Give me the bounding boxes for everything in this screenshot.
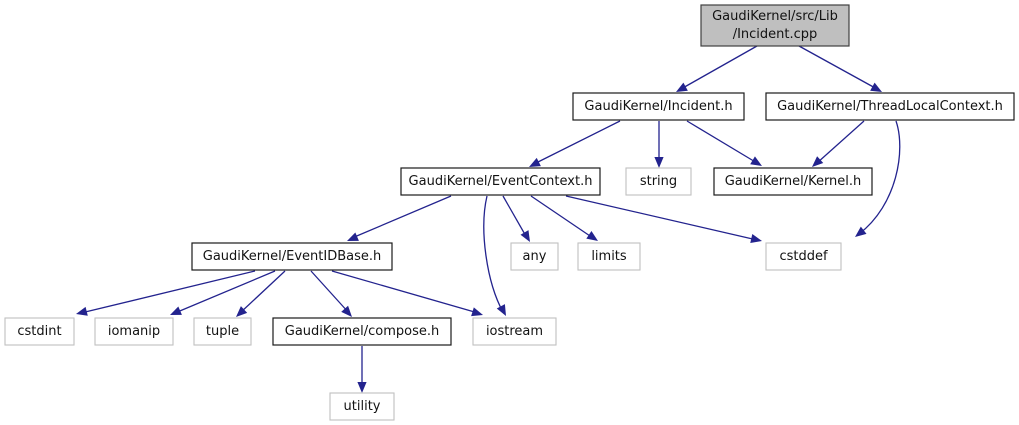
node-eventcontext_h[interactable]: GaudiKernel/EventContext.h	[400, 167, 601, 196]
node-utility[interactable]: utility	[329, 392, 395, 421]
node-iostream[interactable]: iostream	[472, 317, 557, 346]
node-box-compose_h[interactable]	[272, 317, 452, 346]
node-threadlocalcontext_h[interactable]: GaudiKernel/ThreadLocalContext.h	[765, 92, 1015, 121]
arrow-head-icon	[654, 157, 664, 168]
node-limits[interactable]: limits	[577, 242, 641, 271]
edge-threadlocalcontext_h-to-cstddef	[855, 120, 901, 237]
edge-eventcontext_h-to-any	[502, 195, 530, 242]
edge-threadlocalcontext_h-to-kernel_h	[812, 120, 865, 167]
edge-eventidbase_h-to-iostream	[331, 270, 483, 317]
node-kernel_h[interactable]: GaudiKernel/Kernel.h	[713, 167, 873, 196]
arrow-head-icon	[341, 305, 352, 317]
arrow-head-icon	[76, 306, 88, 316]
edges-layer	[76, 45, 901, 393]
node-box-eventidbase_h[interactable]	[191, 242, 393, 271]
arrow-head-icon	[750, 234, 762, 244]
edge-eventcontext_h-to-iostream	[483, 195, 506, 316]
node-cstddef[interactable]: cstddef	[765, 242, 842, 271]
node-incident_cpp[interactable]: GaudiKernel/src/Lib/Incident.cpp	[700, 4, 850, 47]
arrow-head-icon	[357, 382, 367, 393]
arrow-head-icon	[855, 226, 867, 237]
arrow-head-icon	[496, 304, 506, 316]
edge-eventcontext_h-to-eventidbase_h	[347, 195, 452, 241]
arrow-head-icon	[529, 157, 541, 167]
arrow-head-icon	[170, 306, 182, 315]
arrow-head-icon	[586, 231, 598, 241]
node-eventidbase_h[interactable]: GaudiKernel/EventIDBase.h	[191, 242, 393, 271]
node-box-cstdint[interactable]	[4, 317, 75, 346]
arrow-head-icon	[676, 82, 688, 92]
arrow-head-icon	[236, 306, 248, 317]
edge-eventidbase_h-to-iomanip	[170, 270, 276, 315]
edge-incident_h-to-kernel_h	[686, 120, 762, 166]
arrow-head-icon	[812, 156, 824, 167]
node-box-limits[interactable]	[577, 242, 641, 271]
node-box-threadlocalcontext_h[interactable]	[765, 92, 1015, 121]
node-box-incident_h[interactable]	[572, 92, 745, 121]
node-box-incident_cpp[interactable]	[700, 4, 850, 47]
node-incident_h[interactable]: GaudiKernel/Incident.h	[572, 92, 745, 121]
node-iomanip[interactable]: iomanip	[94, 317, 174, 346]
node-cstdint[interactable]: cstdint	[4, 317, 75, 346]
edge-eventcontext_h-to-limits	[530, 195, 598, 241]
edge-eventidbase_h-to-cstdint	[76, 270, 256, 316]
node-box-any[interactable]	[510, 242, 559, 271]
node-box-iostream[interactable]	[472, 317, 557, 346]
arrow-head-icon	[520, 230, 530, 242]
edge-incident_h-to-string	[654, 121, 664, 168]
nodes-layer: GaudiKernel/src/Lib/Incident.cppGaudiKer…	[4, 4, 1015, 421]
edge-eventidbase_h-to-compose_h	[310, 270, 352, 317]
arrow-head-icon	[750, 156, 762, 166]
node-string[interactable]: string	[625, 167, 692, 196]
node-compose_h[interactable]: GaudiKernel/compose.h	[272, 317, 452, 346]
node-tuple[interactable]: tuple	[193, 317, 252, 346]
edge-compose_h-to-utility	[357, 346, 367, 393]
node-box-eventcontext_h[interactable]	[400, 167, 601, 196]
edge-incident_cpp-to-threadlocalcontext_h	[798, 45, 882, 92]
node-box-kernel_h[interactable]	[713, 167, 873, 196]
arrow-head-icon	[870, 82, 882, 92]
node-box-iomanip[interactable]	[94, 317, 174, 346]
node-box-cstddef[interactable]	[765, 242, 842, 271]
edge-eventcontext_h-to-cstddef	[565, 195, 762, 244]
node-box-utility[interactable]	[329, 392, 395, 421]
node-box-tuple[interactable]	[193, 317, 252, 346]
node-any[interactable]: any	[510, 242, 559, 271]
edge-incident_cpp-to-incident_h	[676, 45, 758, 92]
arrow-head-icon	[347, 232, 359, 241]
edge-incident_h-to-eventcontext_h	[529, 120, 621, 167]
arrow-head-icon	[471, 307, 483, 317]
node-box-string[interactable]	[625, 167, 692, 196]
edge-eventidbase_h-to-tuple	[236, 270, 286, 317]
